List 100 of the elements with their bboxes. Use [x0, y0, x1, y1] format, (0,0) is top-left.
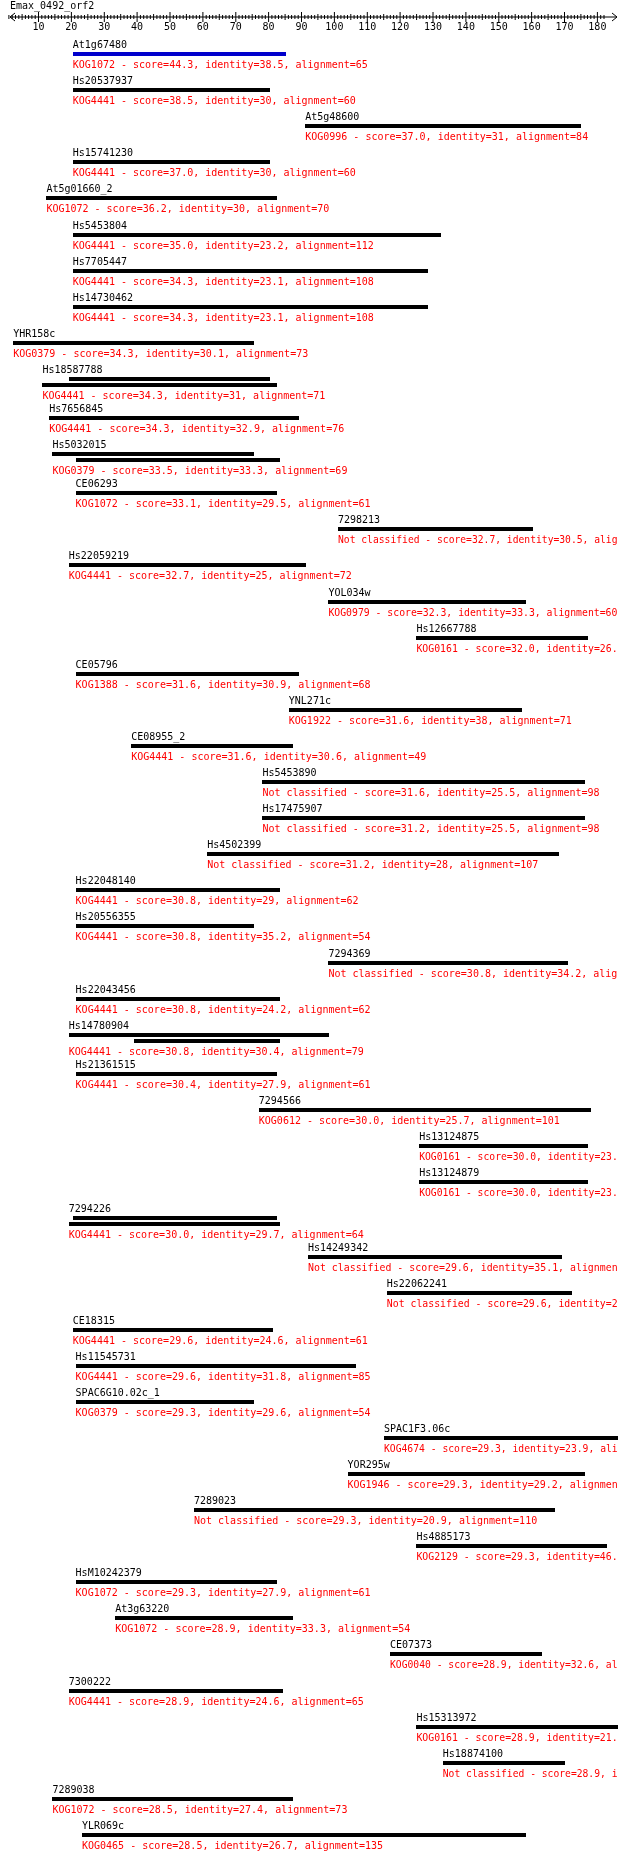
sequence-name: Hs15313972	[416, 1711, 477, 1724]
tick-label: 100	[325, 21, 344, 33]
sequence-name: Hs11545731	[75, 1350, 136, 1363]
sequence-name: CE06293	[75, 478, 118, 491]
hit-description: KOG4441 - score=30.8, identity=30.4, alignment=79	[68, 1045, 364, 1058]
sequence-name: SPAC1F3.06c	[384, 1422, 451, 1435]
sequence-name: YHR158c	[13, 327, 56, 340]
hit-description: KOG1946 - score=29.3, identity=29.2, alignmen	[347, 1478, 618, 1491]
hit-description: KOG4441 - score=34.3, identity=23.1, alignment=108	[72, 311, 374, 324]
sequence-name: CE05796	[75, 658, 118, 671]
hit-description: Not classified - score=31.2, identity=28, alignment=107	[207, 859, 539, 872]
sequence-name: At5g01660_2	[46, 183, 113, 196]
tick-label: 150	[489, 21, 508, 33]
hit-description: KOG0379 - score=34.3, identity=30.1, alignment=73	[13, 347, 309, 360]
hit-description: KOG4441 - score=34.3, identity=31, alignment=71	[42, 389, 326, 402]
sequence-name: Hs14249342	[308, 1242, 369, 1255]
hit-description: Not classified - score=29.3, identity=20.9, alignment=110	[194, 1515, 538, 1527]
tick-label: 90	[295, 21, 308, 33]
sequence-name: Hs13124875	[419, 1131, 480, 1143]
sequence-name: 7294566	[258, 1094, 301, 1107]
sequence-name: Hs22059219	[68, 550, 129, 563]
hit-description: KOG4441 - score=38.5, identity=30, alignment=60	[72, 95, 356, 108]
sequence-name: Hs4502399	[207, 839, 262, 852]
tick-label: 20	[65, 21, 78, 33]
tick-label: 110	[358, 21, 377, 33]
hit-description: KOG0040 - score=28.9, identity=32.6, al	[390, 1659, 618, 1672]
hit-description: KOG4441 - score=35.0, identity=23.2, alignment=112	[72, 239, 374, 252]
hit-description: Not classified - score=29.6, identity=35.1, alignmen	[308, 1262, 618, 1275]
hit-description: Not classified - score=31.6, identity=25.5, alignment=98	[262, 787, 600, 799]
sequence-name: Hs20537937	[72, 75, 133, 88]
sequence-name: Hs22062241	[386, 1278, 447, 1291]
sequence-name: Hs12667788	[416, 622, 477, 635]
hit-description: KOG0161 - score=28.9, identity=21.	[416, 1731, 618, 1744]
hit-description: Not classified - score=28.9, i	[442, 1767, 618, 1780]
sequence-name: HsM10242379	[75, 1567, 142, 1580]
sequence-name: YOL034w	[328, 586, 371, 599]
hit-description: KOG1072 - score=33.1, identity=29.5, alignment=61	[75, 498, 371, 511]
sequence-name: Hs14780904	[68, 1019, 129, 1032]
hit-description: KOG1072 - score=28.9, identity=33.3, alignment=54	[115, 1623, 411, 1636]
tick-label: 180	[588, 21, 607, 33]
sequence-name: Hs13124879	[419, 1167, 480, 1180]
hit-description: KOG1922 - score=31.6, identity=38, alignment=71	[288, 714, 572, 727]
sequence-name: At3g63220	[115, 1603, 170, 1616]
hit-description: Not classified - score=31.2, identity=25.5, alignment=98	[262, 823, 600, 836]
tick-label: 30	[98, 21, 111, 33]
sequence-name: Hs21361515	[75, 1058, 136, 1071]
hit-description: KOG0161 - score=30.0, identity=23.	[419, 1151, 618, 1163]
hit-description: KOG4441 - score=29.6, identity=24.6, alignment=61	[72, 1334, 368, 1347]
sequence-name: Hs14730462	[72, 291, 133, 304]
hit-description: KOG4441 - score=32.7, identity=25, alignment=72	[68, 570, 352, 583]
hit-description: KOG0996 - score=37.0, identity=31, alignment=84	[305, 131, 589, 144]
sequence-name: Hs18587788	[42, 363, 103, 376]
sequence-name: Hs5453804	[72, 219, 127, 232]
tick-label: 140	[456, 21, 475, 33]
hit-description: KOG0379 - score=29.3, identity=29.6, alignment=54	[75, 1406, 371, 1419]
sequence-name: Hs22048140	[75, 875, 136, 888]
tick-label: 120	[391, 21, 410, 33]
tick-label: 10	[32, 21, 45, 33]
hit-description: KOG4441 - score=30.8, identity=29, alignment=62	[75, 895, 359, 908]
hit-description: KOG1072 - score=28.5, identity=27.4, alignment=73	[52, 1803, 348, 1816]
hit-description: KOG4441 - score=30.0, identity=29.7, alignment=64	[68, 1229, 364, 1242]
sequence-name: 7289023	[194, 1495, 237, 1507]
sequence-name: Hs5032015	[52, 439, 107, 452]
hit-description: KOG4441 - score=37.0, identity=30, alignment=60	[72, 167, 356, 180]
sequence-name: CE07373	[390, 1639, 433, 1652]
tick-label: 40	[131, 21, 144, 33]
hit-description: KOG0161 - score=32.0, identity=26.	[416, 642, 618, 655]
hit-description: KOG4441 - score=30.8, identity=24.2, alignment=62	[75, 1003, 371, 1016]
sequence-name: CE08955_2	[131, 730, 186, 743]
hit-description: KOG0979 - score=32.3, identity=33.3, alignment=60	[328, 606, 618, 619]
sequence-name: 7300222	[68, 1675, 111, 1688]
hit-description: KOG4441 - score=28.9, identity=24.6, alignment=65	[68, 1695, 364, 1708]
sequence-name: Hs4885173	[416, 1531, 471, 1544]
sequence-name: YNL271c	[288, 694, 331, 707]
tick-label: 170	[555, 21, 574, 33]
sequence-name: Hs7705447	[72, 255, 127, 268]
hit-description: KOG0161 - score=30.0, identity=23.	[419, 1187, 618, 1200]
hit-description: KOG1072 - score=44.3, identity=38.5, alignment=65	[72, 59, 368, 71]
hit-description: KOG4441 - score=34.3, identity=23.1, alignment=108	[72, 275, 374, 288]
sequence-name: SPAC6G10.02c_1	[75, 1386, 160, 1399]
hit-description: KOG0612 - score=30.0, identity=25.7, alignment=101	[258, 1114, 560, 1127]
sequence-name: Hs18874100	[442, 1747, 503, 1760]
hit-description: Not classified - score=29.6, identity=2	[386, 1298, 618, 1311]
tick-label: 60	[196, 21, 209, 33]
hit-description: KOG2129 - score=29.3, identity=46.	[416, 1551, 618, 1564]
sequence-name: At1g67480	[72, 39, 127, 51]
sequence-name: Hs15741230	[72, 147, 133, 160]
hit-description: KOG0379 - score=33.5, identity=33.3, alignment=69	[52, 465, 348, 478]
hit-description: KOG0465 - score=28.5, identity=26.7, alignment=135	[82, 1839, 384, 1852]
sequence-name: YLR069c	[82, 1819, 125, 1832]
sequence-name: 7289038	[52, 1783, 95, 1796]
hit-description: KOG4674 - score=29.3, identity=23.9, ali	[384, 1442, 618, 1455]
title: Emax_0492_orf2	[10, 0, 95, 12]
sequence-name: Hs7656845	[49, 403, 104, 415]
sequence-name: Hs20556355	[75, 911, 136, 924]
sequence-name: YOR295w	[347, 1458, 390, 1471]
tick-label: 130	[423, 21, 443, 33]
sequence-name: CE18315	[72, 1314, 115, 1327]
tick-label: 160	[522, 21, 541, 33]
hit-description: KOG4441 - score=31.6, identity=30.6, alignment=49	[131, 750, 427, 763]
